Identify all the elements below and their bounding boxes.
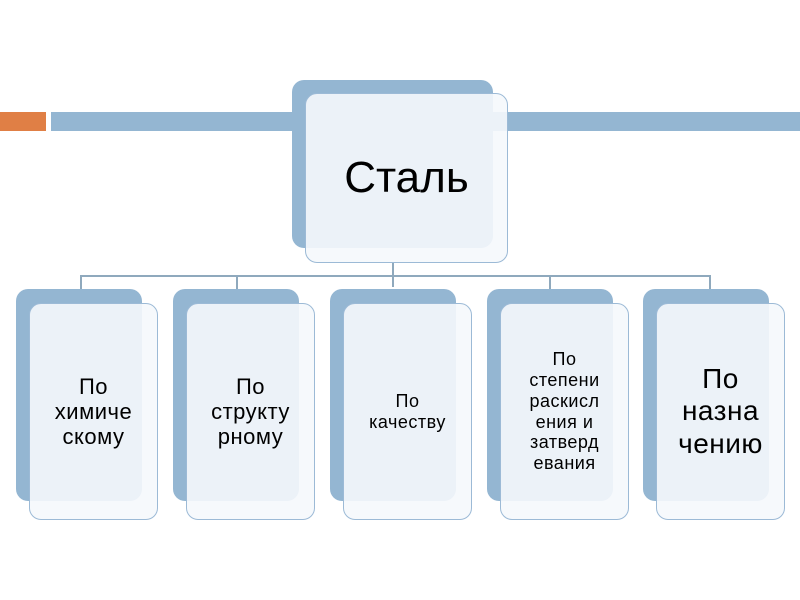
child-node-label-line: По — [702, 363, 739, 395]
child-node-label-line: качеству — [369, 411, 446, 432]
child-node-label-line: По — [235, 373, 266, 399]
child-node-label-line: затверд — [529, 432, 600, 453]
connector-drop — [236, 275, 238, 289]
child-node-label-line: рному — [217, 424, 284, 450]
child-node-label-line: химиче — [54, 398, 133, 424]
child-node-label-line: По — [552, 349, 577, 370]
connector-drop — [709, 275, 711, 289]
child-node-label-line: чению — [678, 427, 763, 459]
child-node-label-line: По — [395, 390, 420, 411]
root-node: Сталь — [305, 93, 508, 263]
child-node-label-line: ения и — [535, 411, 594, 432]
child-node-label-line: назна — [681, 395, 760, 427]
child-node-label-line: скому — [62, 424, 125, 450]
child-node-label-line: По — [78, 373, 109, 399]
connector-drop — [80, 275, 82, 289]
orange-accent-bar — [0, 112, 46, 131]
connector-horizontal — [80, 275, 711, 277]
connector-drop — [549, 275, 551, 289]
child-node-label-line: раскисл — [529, 390, 600, 411]
root-node-label: Сталь — [344, 152, 469, 202]
child-node-label-line: евания — [533, 452, 596, 473]
child-node-label-line: структу — [211, 398, 290, 424]
child-node-label-line: степени — [529, 370, 600, 391]
